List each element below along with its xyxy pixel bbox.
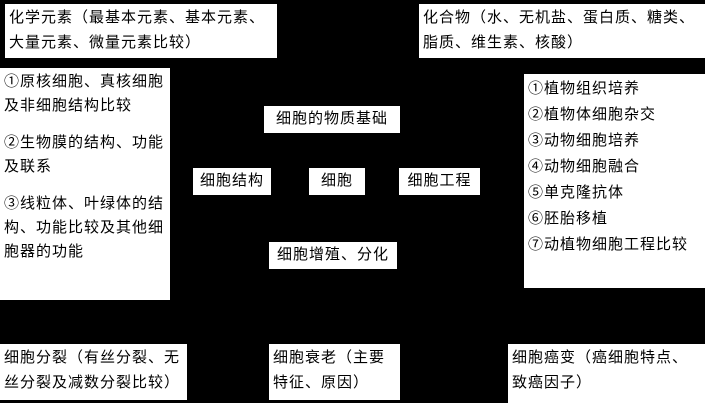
node-cell-structure: 细胞结构	[193, 168, 271, 195]
engineering-detail-item-7: ⑦动植物细胞工程比较	[528, 237, 689, 253]
node-cell-engineering: 细胞工程	[399, 168, 480, 195]
node-division: 细胞分裂（有丝分裂、无丝分裂及减数分裂比较）	[0, 344, 187, 400]
engineering-detail-item-6: ⑥胚胎移植	[528, 211, 609, 227]
node-canceration: 细胞癌变（癌细胞特点、致癌因子）	[508, 344, 705, 403]
node-cell: 细胞	[309, 168, 365, 195]
node-material-basis: 细胞的物质基础	[264, 106, 400, 133]
node-engineering-details: ①植物组织培养 ②植物体细胞杂交 ③动物细胞培养 ④动物细胞融合 ⑤单克隆抗体 …	[524, 74, 705, 288]
engineering-detail-item-5: ⑤单克隆抗体	[528, 185, 625, 201]
node-compounds: 化合物（水、无机盐、蛋白质、糖类、脂质、维生素、核酸）	[419, 4, 705, 58]
engineering-detail-item-4: ④动物细胞融合	[528, 159, 641, 175]
structure-detail-item-3: ③线粒体、叶绿体的结构、功能比较及其他细胞器的功能	[4, 196, 165, 260]
node-chemical-elements: 化学元素（最基本元素、基本元素、大量元素、微量元素比较）	[5, 4, 277, 58]
structure-detail-item-1: ①原核细胞、真核细胞及非细胞结构比较	[4, 74, 165, 114]
structure-detail-item-2: ②生物膜的结构、功能及联系	[4, 135, 165, 175]
node-aging: 细胞衰老（主要特征、原因）	[269, 344, 400, 400]
engineering-detail-item-2: ②植物体细胞杂交	[528, 107, 657, 123]
engineering-detail-item-1: ①植物组织培养	[528, 81, 641, 97]
node-structure-details: ①原核细胞、真核细胞及非细胞结构比较 ②生物膜的结构、功能及联系 ③线粒体、叶绿…	[0, 68, 170, 300]
node-proliferation: 细胞增殖、分化	[269, 242, 397, 269]
engineering-detail-item-3: ③动物细胞培养	[528, 133, 641, 149]
